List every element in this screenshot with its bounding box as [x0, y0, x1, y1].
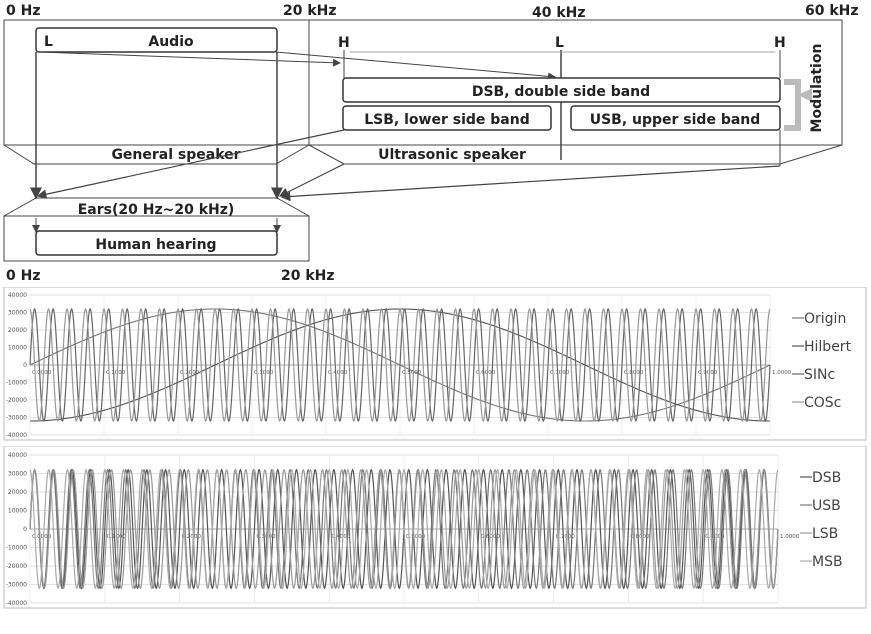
legend-entry-lsb: LSB [812, 526, 838, 542]
x-tick-label: 0.9000 [698, 370, 718, 376]
ears-box [3, 215, 310, 262]
x-tick-label: 0.5000 [402, 370, 422, 376]
marker-low-2: L [555, 35, 564, 51]
marker-high-2: H [774, 35, 786, 51]
legend-entry-hilbert: Hilbert [804, 339, 852, 355]
freq-label-40khz: 40 kHz [532, 5, 586, 21]
chart-carrier-signals: 40000 30000 20000 10000 0 -10000 -20000 -30000 -… [3, 287, 867, 441]
legend-entry-cosc: COSc [804, 395, 841, 411]
x-tick-label: 0.0000 [32, 534, 52, 540]
x-tick-label: 0.7000 [556, 534, 576, 540]
audio-label: Audio [148, 34, 194, 50]
freq-label-0hz: 0 Hz [6, 3, 40, 19]
lsb-box [342, 105, 552, 131]
x-tick-label: 0.7000 [550, 370, 570, 376]
series-line-msb [29, 468, 779, 590]
lsb-label: LSB, lower side band [364, 112, 529, 128]
freq-label-bottom-20khz: 20 kHz [281, 268, 335, 284]
human-hearing-label: Human hearing [95, 237, 216, 253]
ultrasonic-speaker-box [308, 19, 843, 146]
x-tick-label: 0.4000 [331, 534, 351, 540]
chart-modulated-signals: 40000 30000 20000 10000 0 -10000 -20000 -30000 -… [3, 446, 867, 609]
x-tick-label: 0.1000 [106, 370, 126, 376]
y-tick-label: 40000 [8, 452, 27, 459]
y-tick-label: 10000 [8, 345, 27, 352]
x-tick-label: 1.0000 [772, 370, 792, 376]
freq-label-bottom-0hz: 0 Hz [6, 268, 40, 284]
x-tick-label: 0.6000 [476, 370, 496, 376]
general-speaker-label: General speaker [111, 147, 240, 163]
modulation-bracket [784, 79, 801, 131]
y-tick-label: -30000 [6, 582, 27, 589]
legend-entry-dsb: DSB [812, 470, 841, 486]
freq-label-20khz: 20 kHz [283, 3, 337, 19]
legend-entry-msb: MSB [812, 554, 843, 570]
y-tick-label: -40000 [6, 600, 27, 607]
x-tick-label: 0.2000 [182, 534, 202, 540]
y-tick-label: 0 [23, 362, 27, 369]
legend-entry-origin: Origin [804, 311, 846, 327]
y-tick-label: -10000 [6, 545, 27, 552]
audio-box [35, 27, 278, 53]
series-line-sinc [29, 307, 771, 423]
y-tick-label: 30000 [8, 310, 27, 317]
y-tick-label: -10000 [6, 380, 27, 387]
x-tick-label: 0.6000 [481, 534, 501, 540]
legend-entry-usb: USB [812, 498, 841, 514]
x-tick-label: 0.4000 [328, 370, 348, 376]
y-tick-label: 0 [23, 526, 27, 533]
x-tick-label: 0.5000 [406, 534, 426, 540]
x-tick-label: 0.2000 [180, 370, 200, 376]
legend-entry-sinc: SINc [804, 367, 835, 383]
x-tick-label: 0.8000 [630, 534, 650, 540]
marker-high-1: H [338, 35, 350, 51]
ears-label: Ears(20 Hz~20 kHz) [78, 202, 235, 218]
x-tick-label: 1.0000 [780, 534, 800, 540]
y-tick-label: -20000 [6, 397, 27, 404]
dsb-label: DSB, double side band [472, 84, 650, 100]
y-tick-label: -30000 [6, 415, 27, 422]
human-hearing-box [35, 230, 278, 256]
y-tick-label: -40000 [6, 432, 27, 439]
series-line-cosc [29, 307, 771, 423]
usb-label: USB, upper side band [590, 112, 761, 128]
freq-label-60khz: 60 kHz [805, 3, 859, 19]
y-tick-label: 20000 [8, 489, 27, 496]
series-line-lsb [29, 468, 779, 590]
frequency-diagram: 0 Hz 20 kHz 40 kHz 60 kHz L Audio H L H … [3, 3, 859, 284]
y-tick-label: 10000 [8, 508, 27, 515]
modulation-label: Modulation [809, 44, 825, 133]
audio-low-marker: L [44, 34, 53, 50]
y-tick-label: -20000 [6, 563, 27, 570]
dsb-box [342, 77, 781, 103]
x-tick-label: 0.0000 [32, 370, 52, 376]
y-tick-label: 40000 [8, 292, 27, 299]
y-tick-label: 20000 [8, 327, 27, 334]
ultrasonic-speaker-label: Ultrasonic speaker [378, 147, 526, 163]
x-tick-label: 0.3000 [254, 370, 274, 376]
usb-box [570, 105, 781, 131]
y-tick-label: 30000 [8, 471, 27, 478]
x-tick-label: 0.8000 [624, 370, 644, 376]
